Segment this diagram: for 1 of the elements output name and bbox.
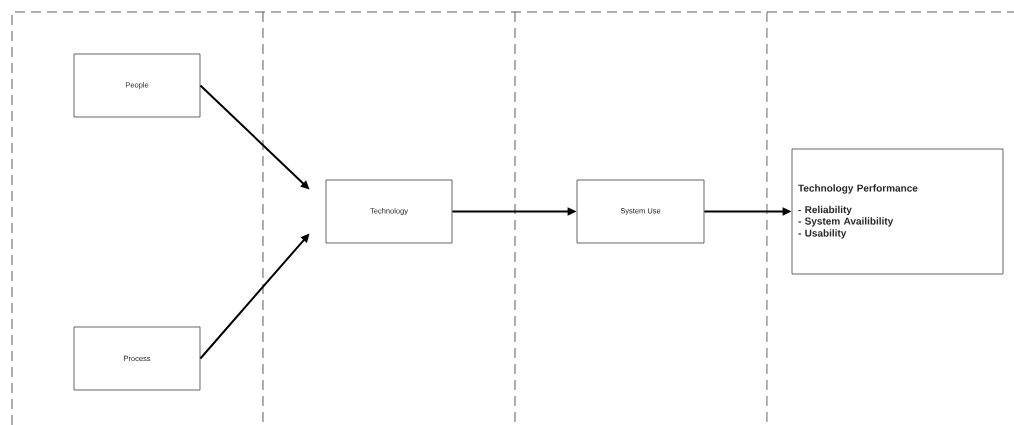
outcome-box: Technology Performance - Reliability - System Availibility - Usability	[791, 148, 1004, 275]
